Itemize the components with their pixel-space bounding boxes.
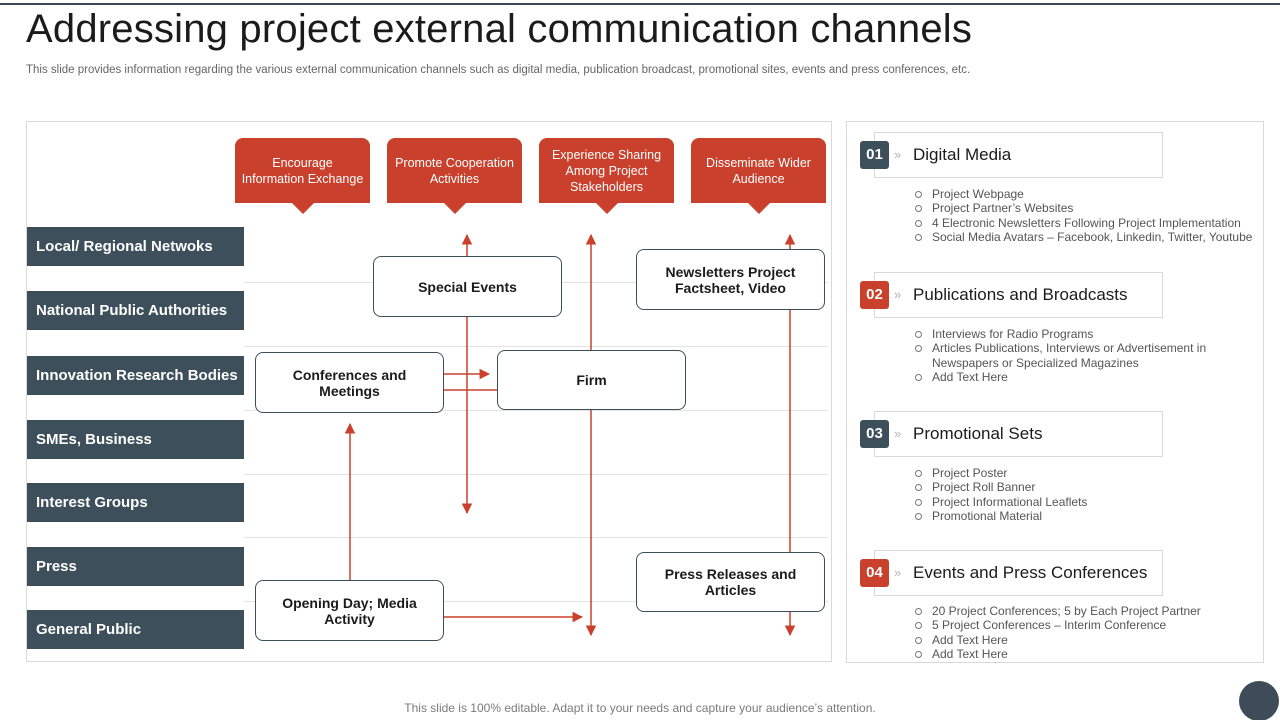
- list-item: Articles Publications, Interviews or Adv…: [914, 341, 1259, 370]
- row-label-innovation-research-bodies: Innovation Research Bodies: [27, 356, 244, 395]
- chevron-right-icon: »: [894, 565, 902, 580]
- category-items: Project Webpage Project Partner’s Websit…: [914, 187, 1259, 244]
- node-special-events: Special Events: [373, 256, 562, 317]
- category-number-badge: 04: [860, 559, 889, 587]
- category-items: 20 Project Conferences; 5 by Each Projec…: [914, 604, 1259, 661]
- row-divider: [244, 346, 828, 347]
- list-item: Project Informational Leaflets: [914, 495, 1259, 509]
- node-label: Firm: [576, 372, 607, 388]
- list-item: Project Poster: [914, 466, 1259, 480]
- header-disseminate-wider-audience: Disseminate Wider Audience: [691, 138, 826, 214]
- category-card: [874, 550, 1163, 596]
- category-number-badge: 01: [860, 141, 889, 169]
- header-label: Encourage Information Exchange: [241, 155, 364, 186]
- list-item: 4 Electronic Newsletters Following Proje…: [914, 216, 1259, 230]
- list-item: Add Text Here: [914, 633, 1259, 647]
- chevron-right-icon: »: [894, 426, 902, 441]
- header-encourage-information-exchange: Encourage Information Exchange: [235, 138, 370, 214]
- chevron-right-icon: »: [894, 287, 902, 302]
- category-title: Promotional Sets: [913, 424, 1043, 443]
- node-press-releases: Press Releases and Articles: [636, 552, 825, 612]
- footer-note: This slide is 100% editable. Adapt it to…: [404, 701, 876, 715]
- node-label: Special Events: [418, 278, 517, 295]
- list-item: 5 Project Conferences – Interim Conferen…: [914, 618, 1259, 632]
- node-firm: Firm: [497, 350, 686, 410]
- row-label-national-public-authorities: National Public Authorities: [27, 291, 244, 330]
- row-divider: [244, 474, 828, 475]
- node-conferences-meetings: Conferences and Meetings: [255, 352, 444, 413]
- row-label-smes-business: SMEs, Business: [27, 420, 244, 459]
- top-rule: [0, 3, 1280, 5]
- header-label: Experience Sharing Among Project Stakeho…: [551, 147, 662, 194]
- list-item: Interviews for Radio Programs: [914, 327, 1259, 341]
- chevron-right-icon: »: [894, 147, 902, 162]
- row-label-interest-groups: Interest Groups: [27, 483, 244, 522]
- category-items: Project Poster Project Roll Banner Proje…: [914, 466, 1259, 523]
- row-divider: [244, 601, 828, 602]
- list-item: Project Roll Banner: [914, 480, 1259, 494]
- categories-panel: [846, 121, 1264, 663]
- row-divider: [244, 410, 828, 411]
- row-divider: [244, 537, 828, 538]
- category-title: Publications and Broadcasts: [913, 285, 1128, 304]
- header-label: Promote Cooperation Activities: [395, 155, 514, 186]
- row-label-local-regional-networks: Local/ Regional Netwoks: [27, 227, 244, 266]
- node-label: Opening Day; Media Activity: [282, 594, 417, 627]
- list-item: Promotional Material: [914, 509, 1259, 523]
- category-card: [874, 132, 1163, 178]
- list-item: Add Text Here: [914, 370, 1259, 384]
- node-newsletters: Newsletters Project Factsheet, Video: [636, 249, 825, 310]
- category-card: [874, 411, 1163, 457]
- header-label: Disseminate Wider Audience: [706, 155, 811, 186]
- row-label-general-public: General Public: [27, 610, 244, 649]
- node-opening-day: Opening Day; Media Activity: [255, 580, 444, 641]
- category-title: Digital Media: [913, 145, 1012, 164]
- page-subtitle: This slide provides information regardin…: [26, 64, 971, 76]
- category-number-badge: 03: [860, 420, 889, 448]
- list-item: Add Text Here: [914, 647, 1259, 661]
- row-label-press: Press: [27, 547, 244, 586]
- corner-decoration: [1239, 681, 1279, 720]
- header-promote-cooperation-activities: Promote Cooperation Activities: [387, 138, 522, 214]
- category-card: [874, 272, 1163, 318]
- node-label: Newsletters Project Factsheet, Video: [665, 263, 796, 296]
- diagram-panel: [26, 121, 832, 662]
- list-item: Project Webpage: [914, 187, 1259, 201]
- category-title: Events and Press Conferences: [913, 563, 1148, 582]
- list-item: 20 Project Conferences; 5 by Each Projec…: [914, 604, 1259, 618]
- category-items: Interviews for Radio Programs Articles P…: [914, 327, 1259, 384]
- list-item: Social Media Avatars – Facebook, Linkedi…: [914, 230, 1259, 244]
- node-label: Conferences and Meetings: [292, 366, 407, 399]
- list-item: Project Partner’s Websites: [914, 201, 1259, 215]
- category-number-badge: 02: [860, 281, 889, 309]
- page-title: Addressing project external communicatio…: [26, 7, 973, 51]
- header-experience-sharing: Experience Sharing Among Project Stakeho…: [539, 138, 674, 214]
- node-label: Press Releases and Articles: [664, 566, 797, 598]
